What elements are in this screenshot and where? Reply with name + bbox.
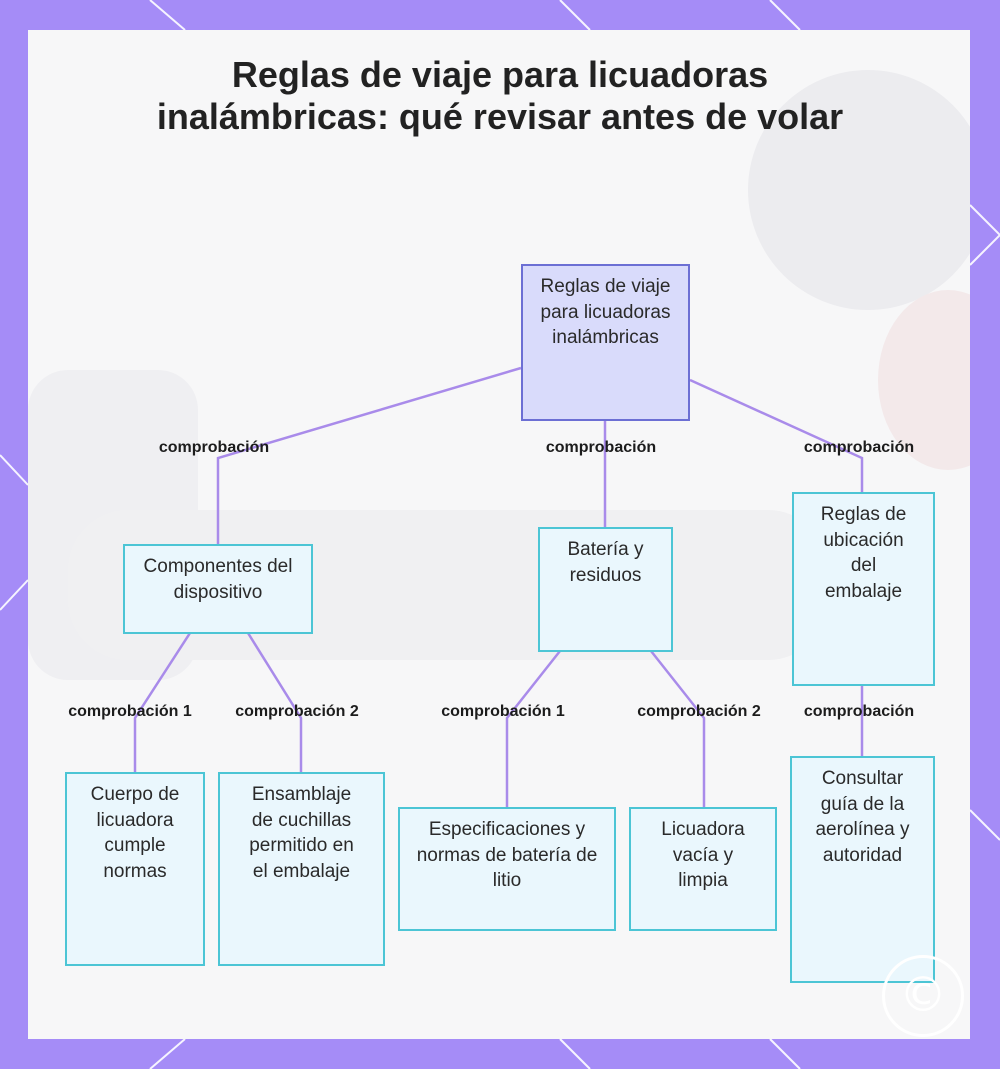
node-body-label: Cuerpo de licuadora cumple normas (90, 784, 180, 882)
connector-battery-empty (650, 650, 706, 807)
edge-label-components-body: comprobación 1 (68, 703, 192, 720)
node-lithium-label: Especificaciones y normas de batería de … (416, 819, 598, 891)
node-root-label: Reglas de viaje para licuadoras inalámbr… (540, 276, 671, 348)
connector-root-components (216, 366, 522, 545)
node-empty-label: Licuadora vacía y limpia (661, 819, 745, 891)
node-empty: Licuadora vacía y limpia (629, 807, 777, 931)
node-packing-label: Reglas de ubicación del embalaje (820, 504, 907, 602)
edge-label-root-packing: comprobación (803, 439, 915, 456)
edge-label-components-blades: comprobación 2 (235, 703, 359, 720)
node-components: Componentes del dispositivo (123, 544, 313, 634)
node-airline-label: Consultar guía de la aerolínea y autorid… (815, 768, 910, 866)
connector-root-packing (689, 378, 864, 492)
edge-label-battery-lithium: comprobación 1 (441, 703, 565, 720)
node-lithium: Especificaciones y normas de batería de … (398, 807, 616, 931)
node-components-label: Componentes del dispositivo (143, 556, 293, 603)
node-battery-label: Batería y residuos (567, 539, 644, 586)
edge-label-root-components: comprobación (158, 439, 270, 456)
node-blades: Ensamblaje de cuchillas permitido en el … (218, 772, 385, 966)
node-blades-label: Ensamblaje de cuchillas permitido en el … (249, 784, 354, 882)
node-body: Cuerpo de licuadora cumple normas (65, 772, 205, 966)
node-packing: Reglas de ubicación del embalaje (792, 492, 935, 686)
edge-label-packing-airline: comprobación (803, 703, 915, 720)
copyright-c-icon: © (882, 955, 964, 1037)
connector-battery-lithium (505, 650, 561, 807)
page-title: Reglas de viaje para licuadoras inalámbr… (156, 54, 844, 137)
edge-label-battery-empty: comprobación 2 (637, 703, 761, 720)
node-root: Reglas de viaje para licuadoras inalámbr… (521, 264, 690, 421)
node-battery: Batería y residuos (538, 527, 673, 652)
connector-components-body (133, 632, 192, 772)
node-airline: Consultar guía de la aerolínea y autorid… (790, 756, 935, 983)
edge-label-root-battery: comprobación (545, 439, 657, 456)
connector-components-blades (246, 632, 303, 772)
